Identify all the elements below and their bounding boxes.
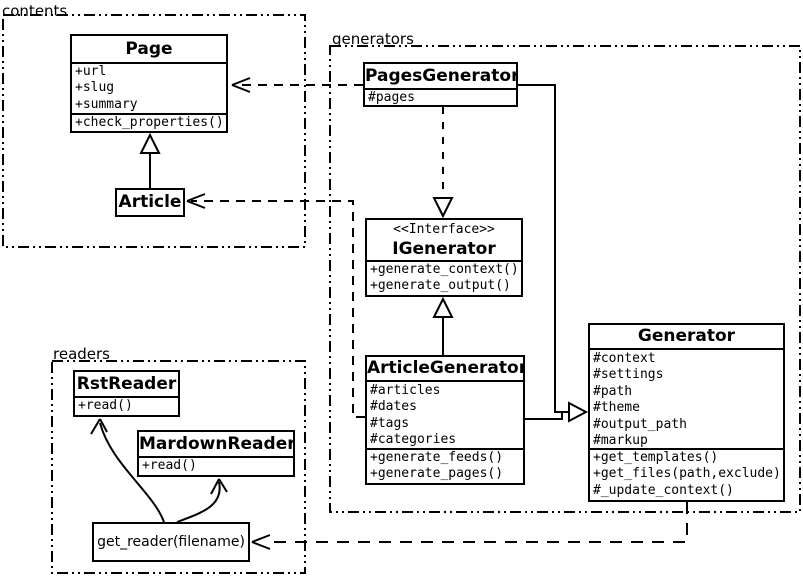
class-stereotype: <<Interface>> bbox=[393, 222, 495, 237]
class-page: Page +url +slug +summary +check_properti… bbox=[70, 34, 228, 133]
class-attribute: #theme bbox=[593, 400, 640, 416]
class-title: IGenerator bbox=[392, 239, 496, 259]
class-attribute: #markup bbox=[593, 433, 648, 449]
class-method: #_update_context() bbox=[593, 482, 734, 498]
class-method: +generate_output() bbox=[370, 278, 511, 294]
class-attribute: #tags bbox=[370, 415, 410, 431]
function-box-get-reader: get_reader(filename) bbox=[92, 522, 250, 562]
class-method: +generate_context() bbox=[370, 262, 519, 277]
package-frame-generators bbox=[329, 45, 801, 513]
class-method: +generate_feeds() bbox=[370, 450, 504, 465]
class-attribute: +slug bbox=[75, 80, 115, 96]
edge-generator-to-getreader bbox=[251, 502, 688, 550]
class-title: ArticleGenerator bbox=[367, 357, 523, 382]
class-attribute: #dates bbox=[370, 399, 417, 415]
class-method: +check_properties() bbox=[75, 115, 224, 130]
class-title: Generator bbox=[590, 325, 783, 350]
edge-article-to-page bbox=[139, 132, 161, 188]
class-attribute: #articles bbox=[370, 383, 441, 398]
class-method: +generate_pages() bbox=[370, 466, 504, 482]
class-title: PagesGenerator bbox=[365, 64, 516, 90]
class-title: Article bbox=[118, 192, 182, 212]
class-article: Article bbox=[115, 188, 185, 217]
class-method: +read() bbox=[78, 398, 133, 413]
edge-articlegenerator-to-igenerator bbox=[432, 296, 454, 355]
edge-pagesgenerator-to-igenerator bbox=[432, 107, 454, 219]
class-attribute: +summary bbox=[75, 96, 138, 112]
class-method: +get_templates() bbox=[593, 450, 719, 465]
package-frame-readers bbox=[51, 360, 306, 574]
class-generator: Generator #context #settings #path #them… bbox=[588, 323, 785, 502]
edge-getreader-to-rstreader bbox=[90, 418, 165, 523]
class-attribute: #context bbox=[593, 351, 656, 366]
class-method: +get_files(path,exclude) bbox=[593, 466, 781, 482]
edge-generators-to-generator bbox=[518, 84, 589, 423]
class-title: Page bbox=[72, 36, 226, 64]
class-igenerator: <<Interface>> IGenerator +generate_conte… bbox=[365, 218, 523, 297]
class-pagesgenerator: PagesGenerator #pages bbox=[363, 62, 518, 107]
class-title: MardownReader bbox=[139, 432, 293, 458]
class-method: +read() bbox=[142, 458, 197, 473]
class-mardownreader: MardownReader +read() bbox=[137, 430, 295, 477]
class-attribute: #settings bbox=[593, 367, 664, 383]
edge-getreader-to-mardownreader bbox=[176, 478, 228, 523]
class-attribute: #path bbox=[593, 383, 633, 399]
class-articlegenerator: ArticleGenerator #articles #dates #tags … bbox=[365, 355, 525, 485]
class-attribute: #categories bbox=[370, 432, 457, 448]
package-frame-contents bbox=[2, 14, 306, 248]
class-attribute: +url bbox=[75, 64, 107, 79]
edge-pagesgenerator-to-page bbox=[231, 77, 363, 93]
class-attribute: #output_path bbox=[593, 416, 687, 432]
package-label-readers: readers bbox=[53, 345, 110, 363]
edge-articlegenerator-to-article bbox=[186, 193, 365, 418]
package-label-generators: generators bbox=[332, 30, 414, 48]
class-rstreader: RstReader +read() bbox=[73, 370, 180, 417]
class-attribute: #pages bbox=[368, 90, 415, 105]
package-label-contents: contents bbox=[2, 2, 68, 20]
class-title: RstReader bbox=[75, 372, 178, 398]
